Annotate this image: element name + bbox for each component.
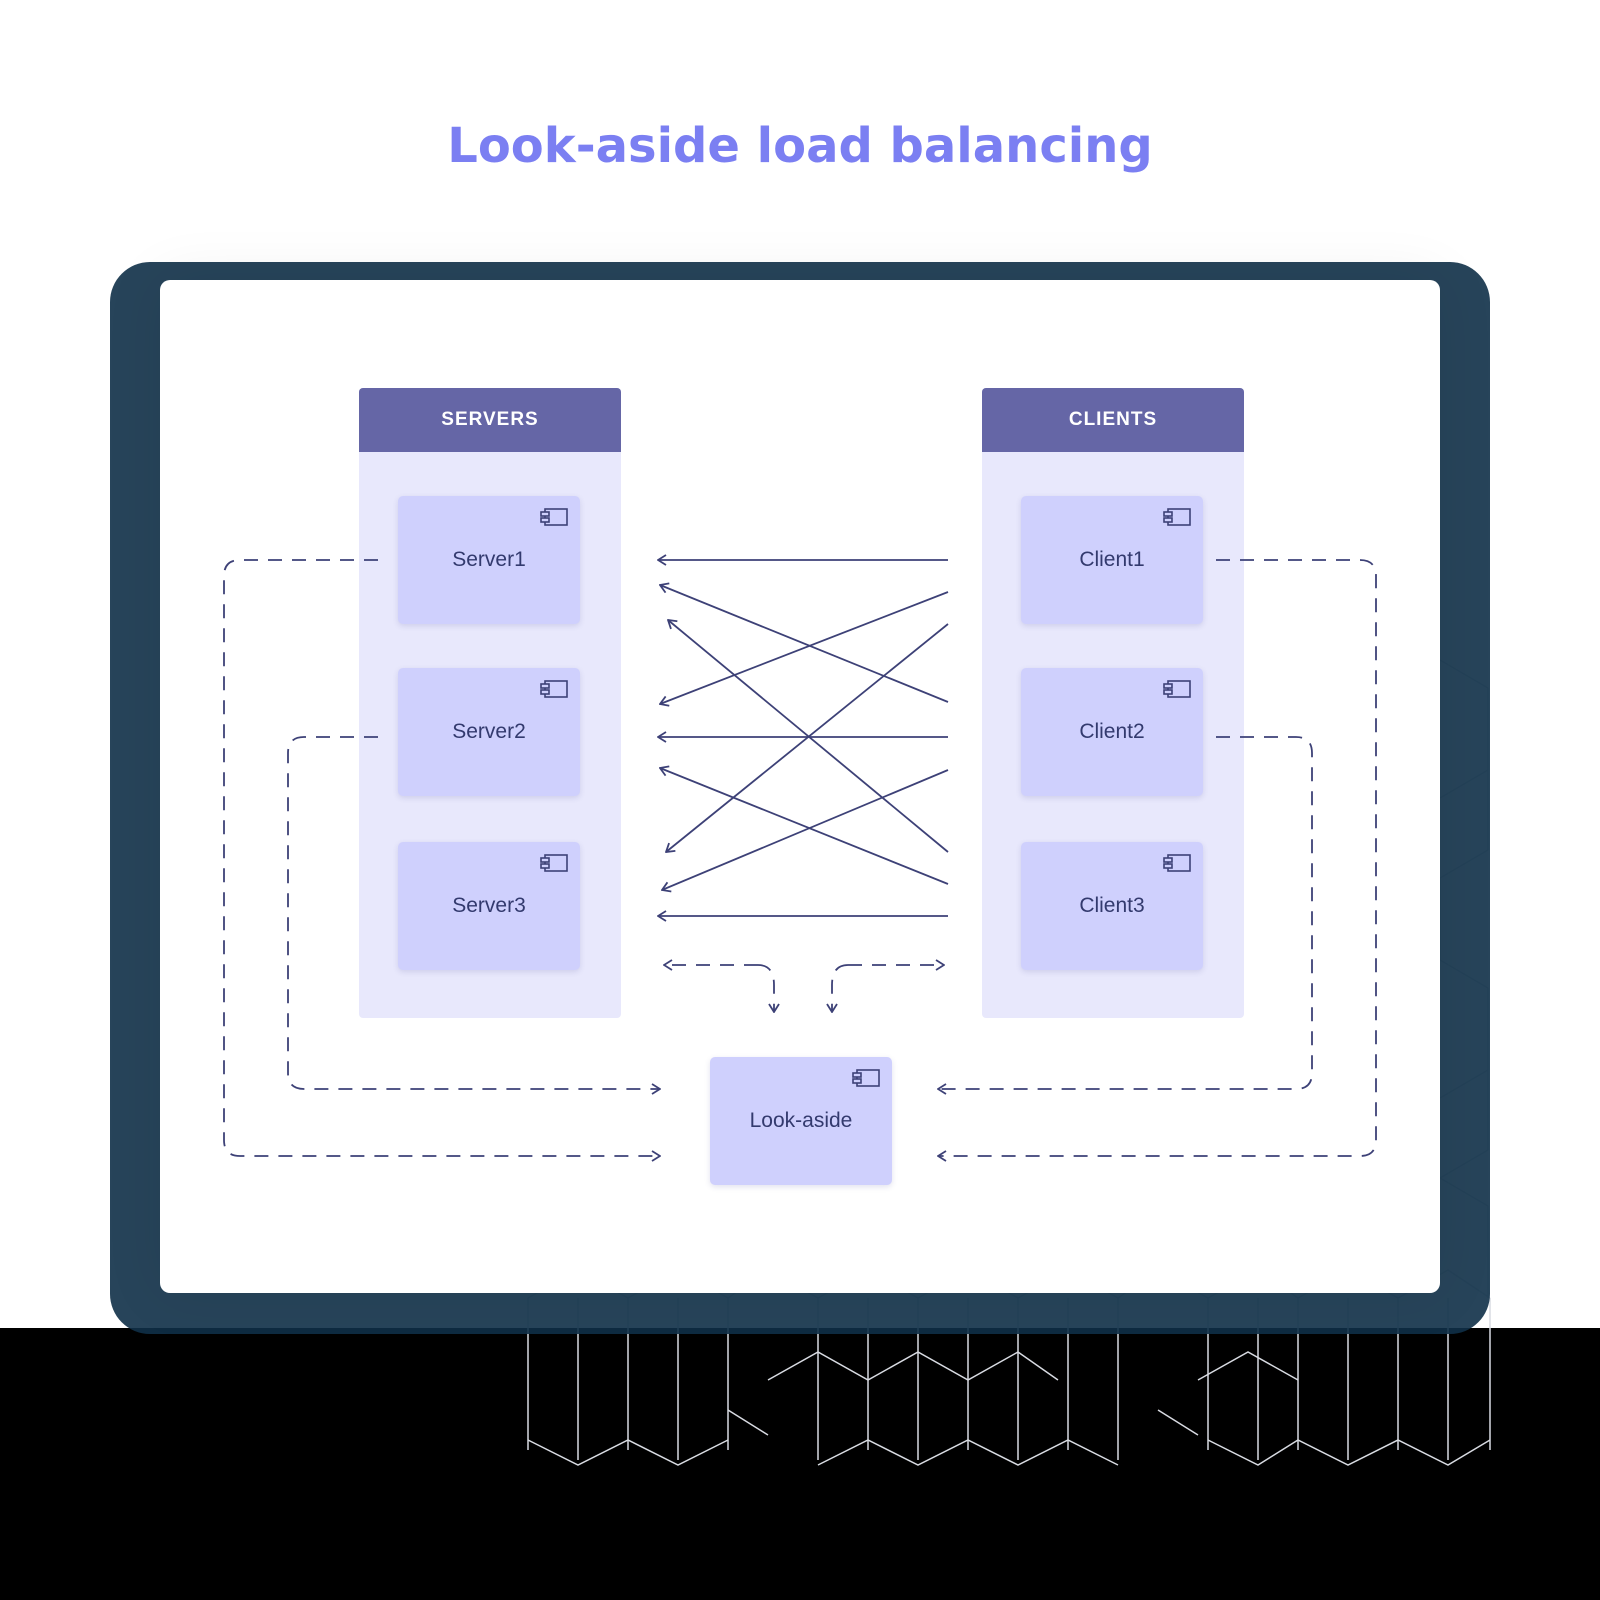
component-icon	[540, 680, 568, 698]
dashed-c1-lookaside	[938, 559, 1377, 1156]
server3-label: Server3	[452, 894, 526, 917]
page-title: Look-aside load balancing	[447, 118, 1153, 174]
component-icon	[1163, 508, 1191, 526]
component-icon	[540, 854, 568, 872]
server2-node[interactable]: Server2	[398, 668, 580, 796]
dashed-c2-lookaside	[938, 736, 1313, 1089]
client2-node[interactable]: Client2	[1021, 668, 1203, 796]
dashed-clients-lookaside	[832, 964, 849, 1012]
lookaside-label: Look-aside	[749, 1109, 853, 1132]
dashed-s2-lookaside	[287, 736, 660, 1089]
clients-header: CLIENTS	[982, 388, 1244, 452]
arrow-c3-s1	[668, 620, 949, 853]
client3-node[interactable]: Client3	[1021, 842, 1203, 970]
server3-node[interactable]: Server3	[398, 842, 580, 970]
lookaside-node[interactable]: Look-aside	[710, 1057, 892, 1185]
dashed-servers-lookaside	[757, 964, 774, 1012]
component-icon	[1163, 680, 1191, 698]
dashed-s1-lookaside	[223, 559, 660, 1156]
server1-node[interactable]: Server1	[398, 496, 580, 624]
server2-label: Server2	[452, 720, 526, 743]
client2-label: Client2	[1079, 720, 1145, 743]
client3-label: Client3	[1079, 894, 1145, 917]
server1-label: Server1	[452, 548, 526, 571]
arrow-c3-s2	[660, 768, 949, 885]
component-icon	[1163, 854, 1191, 872]
client1-node[interactable]: Client1	[1021, 496, 1203, 624]
arrow-c2-s3	[662, 769, 949, 890]
component-icon	[852, 1069, 880, 1087]
component-icon	[540, 508, 568, 526]
arrow-c1-s2	[660, 591, 949, 704]
servers-header: SERVERS	[359, 388, 621, 452]
arrow-c2-s1	[660, 585, 949, 703]
arrow-c1-s3	[666, 623, 949, 852]
client1-label: Client1	[1079, 548, 1145, 571]
